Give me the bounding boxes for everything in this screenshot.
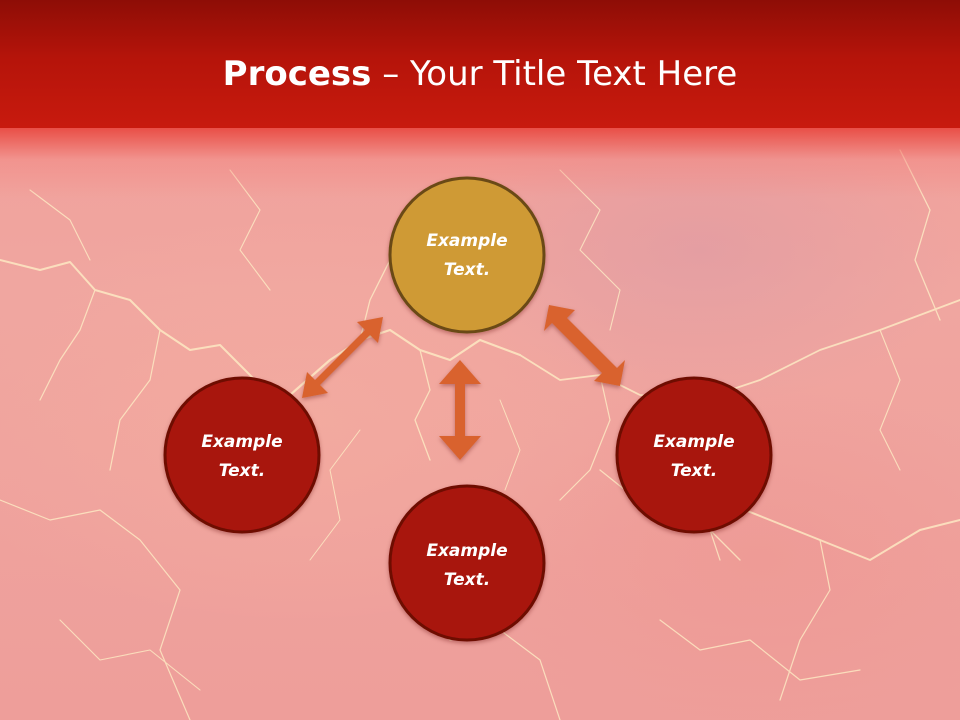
process-node-bottom-label-line1: Example xyxy=(426,541,507,561)
process-node-bottom[interactable]: Example Text. xyxy=(388,484,546,642)
process-node-left-label-line1: Example xyxy=(201,432,282,452)
process-node-right-label-line1: Example xyxy=(653,432,734,452)
slide-title-bold: Process xyxy=(222,54,372,94)
process-node-bottom-label-line2: Text. xyxy=(444,570,490,590)
slide-title-separator: – xyxy=(371,54,411,94)
title-bar xyxy=(0,0,960,128)
process-node-top-label-line1: Example xyxy=(426,231,507,251)
process-node-right[interactable]: Example Text. xyxy=(615,376,773,534)
process-node-right-label-line2: Text. xyxy=(671,461,717,481)
arrow-top-to-right xyxy=(544,305,625,386)
arrow-top-to-bottom xyxy=(439,360,481,460)
process-node-top[interactable]: Example Text. xyxy=(388,176,546,334)
process-node-left-circle xyxy=(163,376,321,534)
process-node-top-label-line2: Text. xyxy=(444,260,490,280)
process-node-left-label-line2: Text. xyxy=(219,461,265,481)
arrow-top-to-left xyxy=(302,317,383,398)
slide-title-rest: Your Title Text Here xyxy=(410,54,738,94)
process-node-right-circle xyxy=(615,376,773,534)
process-node-top-circle xyxy=(388,176,546,334)
process-node-bottom-circle xyxy=(388,484,546,642)
slide-title[interactable]: Process – Your Title Text Here xyxy=(0,52,960,96)
process-node-left[interactable]: Example Text. xyxy=(163,376,321,534)
